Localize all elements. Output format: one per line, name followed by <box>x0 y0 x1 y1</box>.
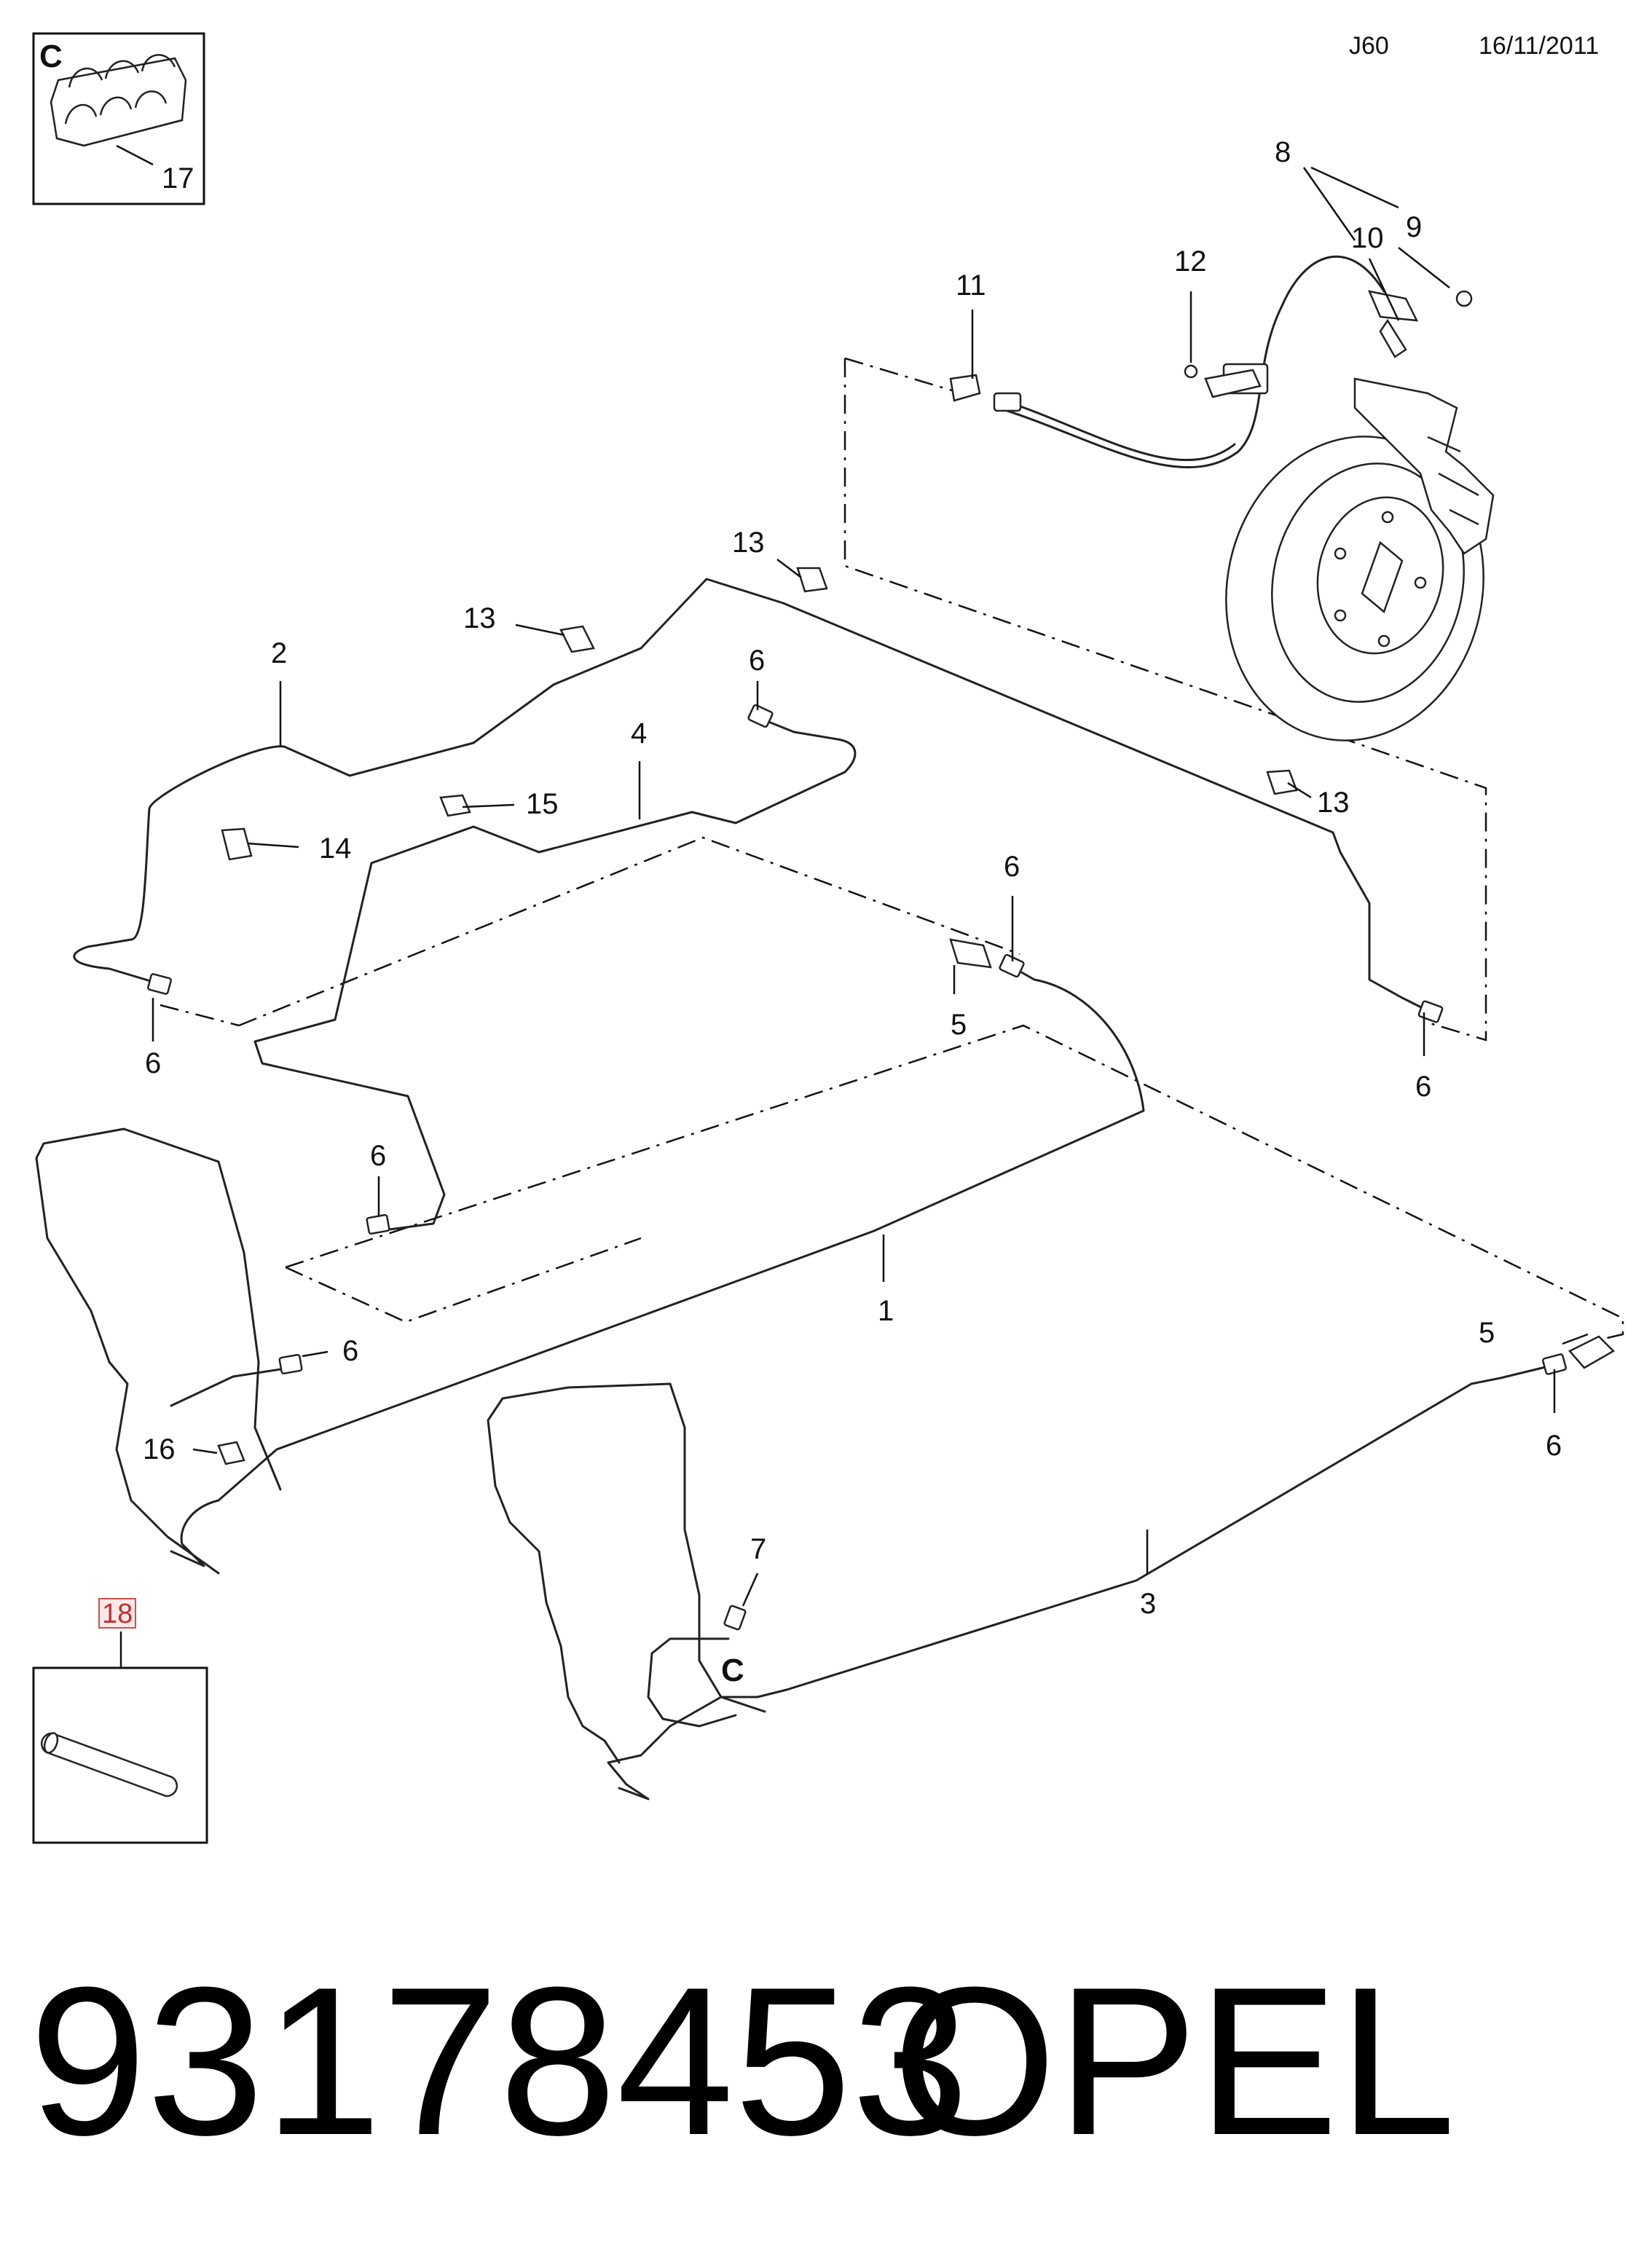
callout-15: 15 <box>526 788 559 820</box>
dashed-outlines <box>160 357 1624 1343</box>
callout-11: 11 <box>956 269 986 302</box>
brake-pipe-left-loop <box>35 1127 282 1575</box>
callout-6b: 6 <box>1004 851 1020 883</box>
triple-clip-icon <box>50 54 187 147</box>
leader-lines <box>152 166 1589 1607</box>
callout-4: 4 <box>631 717 647 749</box>
callout-5a: 5 <box>951 1009 967 1041</box>
callout-2: 2 <box>271 637 287 669</box>
brake-pipe-diagram: J60 16/11/2011 C 17 18 <box>32 32 1624 1844</box>
callout-6g: 6 <box>1546 1430 1562 1462</box>
inset-box-18: 18 <box>32 1598 208 1844</box>
inset-c-letter: C <box>39 39 63 74</box>
callout-13a: 13 <box>732 527 765 559</box>
callouts: 1 2 3 4 5 5 6 6 6 6 6 6 6 7 8 9 10 11 12… <box>143 136 1562 1688</box>
callout-14: 14 <box>319 832 352 865</box>
callout-10: 10 <box>1351 222 1384 254</box>
callout-6e: 6 <box>370 1140 386 1172</box>
protective-sleeve-icon <box>40 1732 178 1798</box>
brake-pipe-3 <box>487 1364 1553 1800</box>
brake-pipe-4 <box>253 716 857 1232</box>
brake-pipe-1 <box>170 964 1145 1567</box>
callout-18: 18 <box>102 1599 133 1629</box>
callout-8: 8 <box>1275 136 1291 168</box>
part-number: 93178453 <box>29 1943 969 2179</box>
header-date: 16/11/2011 <box>1479 32 1599 60</box>
brake-pipe-2 <box>73 578 1425 1010</box>
callout-12: 12 <box>1174 245 1207 277</box>
callout-17: 17 <box>162 162 194 194</box>
callout-3: 3 <box>1140 1588 1156 1620</box>
callout-9: 9 <box>1406 211 1422 243</box>
header-code: J60 <box>1349 32 1389 60</box>
callout-16: 16 <box>143 1433 176 1465</box>
callout-6c: 6 <box>145 1047 161 1079</box>
callout-5b: 5 <box>1479 1317 1495 1349</box>
brake-disc-assembly <box>1225 377 1495 741</box>
callout-13c: 13 <box>1317 787 1350 819</box>
callout-7: 7 <box>750 1533 766 1565</box>
callout-6f: 6 <box>342 1335 358 1367</box>
flexible-hose <box>949 255 1473 469</box>
inset-box-c: C 17 <box>32 32 205 205</box>
brand-name: OPEL <box>892 1943 1456 2179</box>
callout-13b: 13 <box>463 602 496 634</box>
callout-1: 1 <box>878 1295 894 1327</box>
footer: 93178453 OPEL <box>29 1952 1632 2170</box>
callout-6a: 6 <box>749 645 765 677</box>
detail-c-marker: C <box>721 1653 744 1688</box>
callout-6d: 6 <box>1415 1071 1431 1103</box>
